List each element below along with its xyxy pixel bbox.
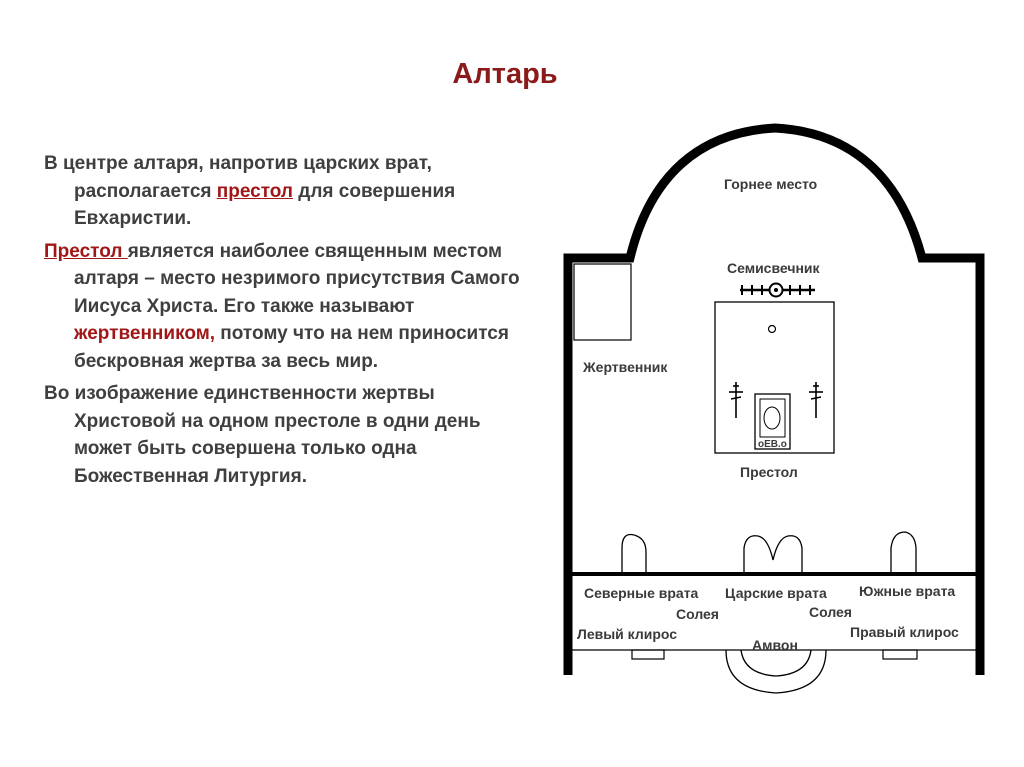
right-kliros [882,649,918,660]
cross-right-icon [809,382,823,418]
left-kliros [631,649,665,660]
page-title: Алтарь [452,58,558,90]
zhertvennik-table [573,263,632,341]
gospel-oval [763,406,781,430]
label-severnye: Северные врата [584,585,699,601]
text-run: для совершения Евхаристии. [74,180,456,230]
ambon-arc-inner [740,649,812,677]
gospel-block [754,393,791,450]
label-amvon: Амвон [752,637,798,653]
label-evangelie: оЕВ.о [758,439,787,450]
semisvechnik-icon [740,282,815,298]
paragraph-3: Во изображение единственности жертвы Хри… [44,380,534,490]
label-pravy-kliros: Правый клирос [850,624,959,640]
outer-wall [563,123,985,675]
label-soleya-left: Солея [676,606,719,622]
south-gate-door [890,531,917,574]
label-levy-kliros: Левый клирос [577,626,677,642]
highlighted-term: престол [216,180,294,202]
highlighted-term: жертвенником, [74,323,216,344]
text-run: В центре алтаря, напротив царских врат, … [44,153,432,202]
label-yuzhnye: Южные врата [859,583,955,599]
highlighted-term: Престол [44,240,128,262]
paragraph-1: В центре алтаря, напротив царских врат, … [44,150,534,233]
ambon-arc [725,649,827,694]
north-gate-door [621,533,635,574]
text-run: потому что на нем приносится бескровная … [74,323,509,372]
text-run: является наиболее священным местом алтар… [74,240,520,317]
text-run: Во изображение единственности жертвы Хри… [44,383,481,487]
small-circle [767,324,777,334]
north-gate-door-2 [633,534,647,574]
text-block: В центре алтаря, напротив царских врат, … [44,150,534,495]
prestol-table [714,301,835,454]
gospel-inner [759,398,786,438]
label-soleya-right: Солея [809,604,852,620]
royal-doors [743,535,803,574]
cross-left-icon [729,382,743,418]
paragraph-2: Престол является наиболее священным мест… [44,238,534,376]
label-prestol: Престол [740,464,798,480]
label-tsarskie: Царские врата [725,585,827,601]
label-zhertvennik: Жертвенник [582,359,668,375]
label-gornee: Горнее место [724,176,817,192]
label-semisvechnik: Семисвечник [727,260,821,276]
